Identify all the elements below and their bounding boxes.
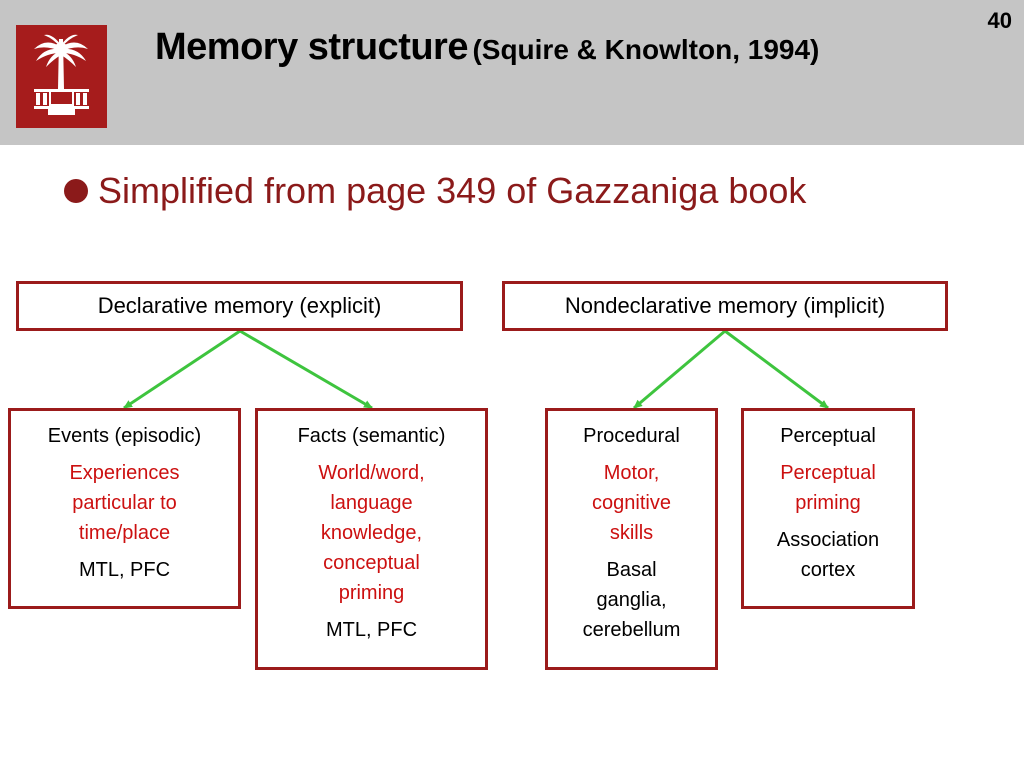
title-citation: (Squire & Knowlton, 1994) — [472, 34, 820, 65]
perceptual-region: Association cortex — [776, 529, 880, 581]
procedural-region: Basal ganglia, cerebellum — [582, 559, 681, 641]
arrow-to-semantic — [239, 329, 373, 410]
semantic-region: MTL, PFC — [325, 619, 418, 641]
slide-title: Memory structure (Squire & Knowlton, 199… — [155, 26, 955, 69]
bullet-text: Simplified from page 349 of Gazzaniga bo… — [98, 170, 807, 211]
procedural-detail: Motor, cognitive skills — [592, 462, 671, 544]
slide-header — [0, 0, 1024, 145]
bullet-dot-icon — [64, 179, 88, 203]
slide-number: 40 — [987, 8, 1012, 33]
bullet-point: Simplified from page 349 of Gazzaniga bo… — [64, 170, 806, 212]
palmetto-tree-seal-icon — [16, 25, 107, 128]
perceptual-heading: Perceptual — [780, 425, 876, 447]
semantic-detail: World/word, language knowledge, conceptu… — [318, 462, 425, 604]
episodic-heading: Events (episodic) — [47, 425, 202, 447]
episodic-region: MTL, PFC — [78, 559, 171, 581]
arrow-to-procedural — [633, 329, 726, 410]
perceptual-detail: Perceptual priming — [780, 462, 876, 514]
title-main: Memory structure — [155, 26, 468, 68]
semantic-memory-box: Facts (semantic) World/word, language kn… — [255, 408, 488, 670]
semantic-heading: Facts (semantic) — [297, 425, 446, 447]
arrow-to-perceptual — [724, 329, 829, 410]
episodic-memory-box: Events (episodic) Experiences particular… — [8, 408, 241, 609]
declarative-memory-box: Declarative memory (explicit) — [16, 281, 463, 331]
episodic-detail: Experiences particular to time/place — [69, 462, 180, 544]
arrow-to-episodic — [123, 329, 241, 410]
nondeclarative-memory-label: Nondeclarative memory (implicit) — [564, 293, 886, 318]
procedural-heading: Procedural — [583, 425, 680, 447]
nondeclarative-memory-box: Nondeclarative memory (implicit) — [502, 281, 948, 331]
declarative-memory-label: Declarative memory (explicit) — [97, 293, 382, 318]
perceptual-memory-box: Perceptual Perceptual priming Associatio… — [741, 408, 915, 609]
procedural-memory-box: Procedural Motor, cognitive skills Basal… — [545, 408, 718, 670]
